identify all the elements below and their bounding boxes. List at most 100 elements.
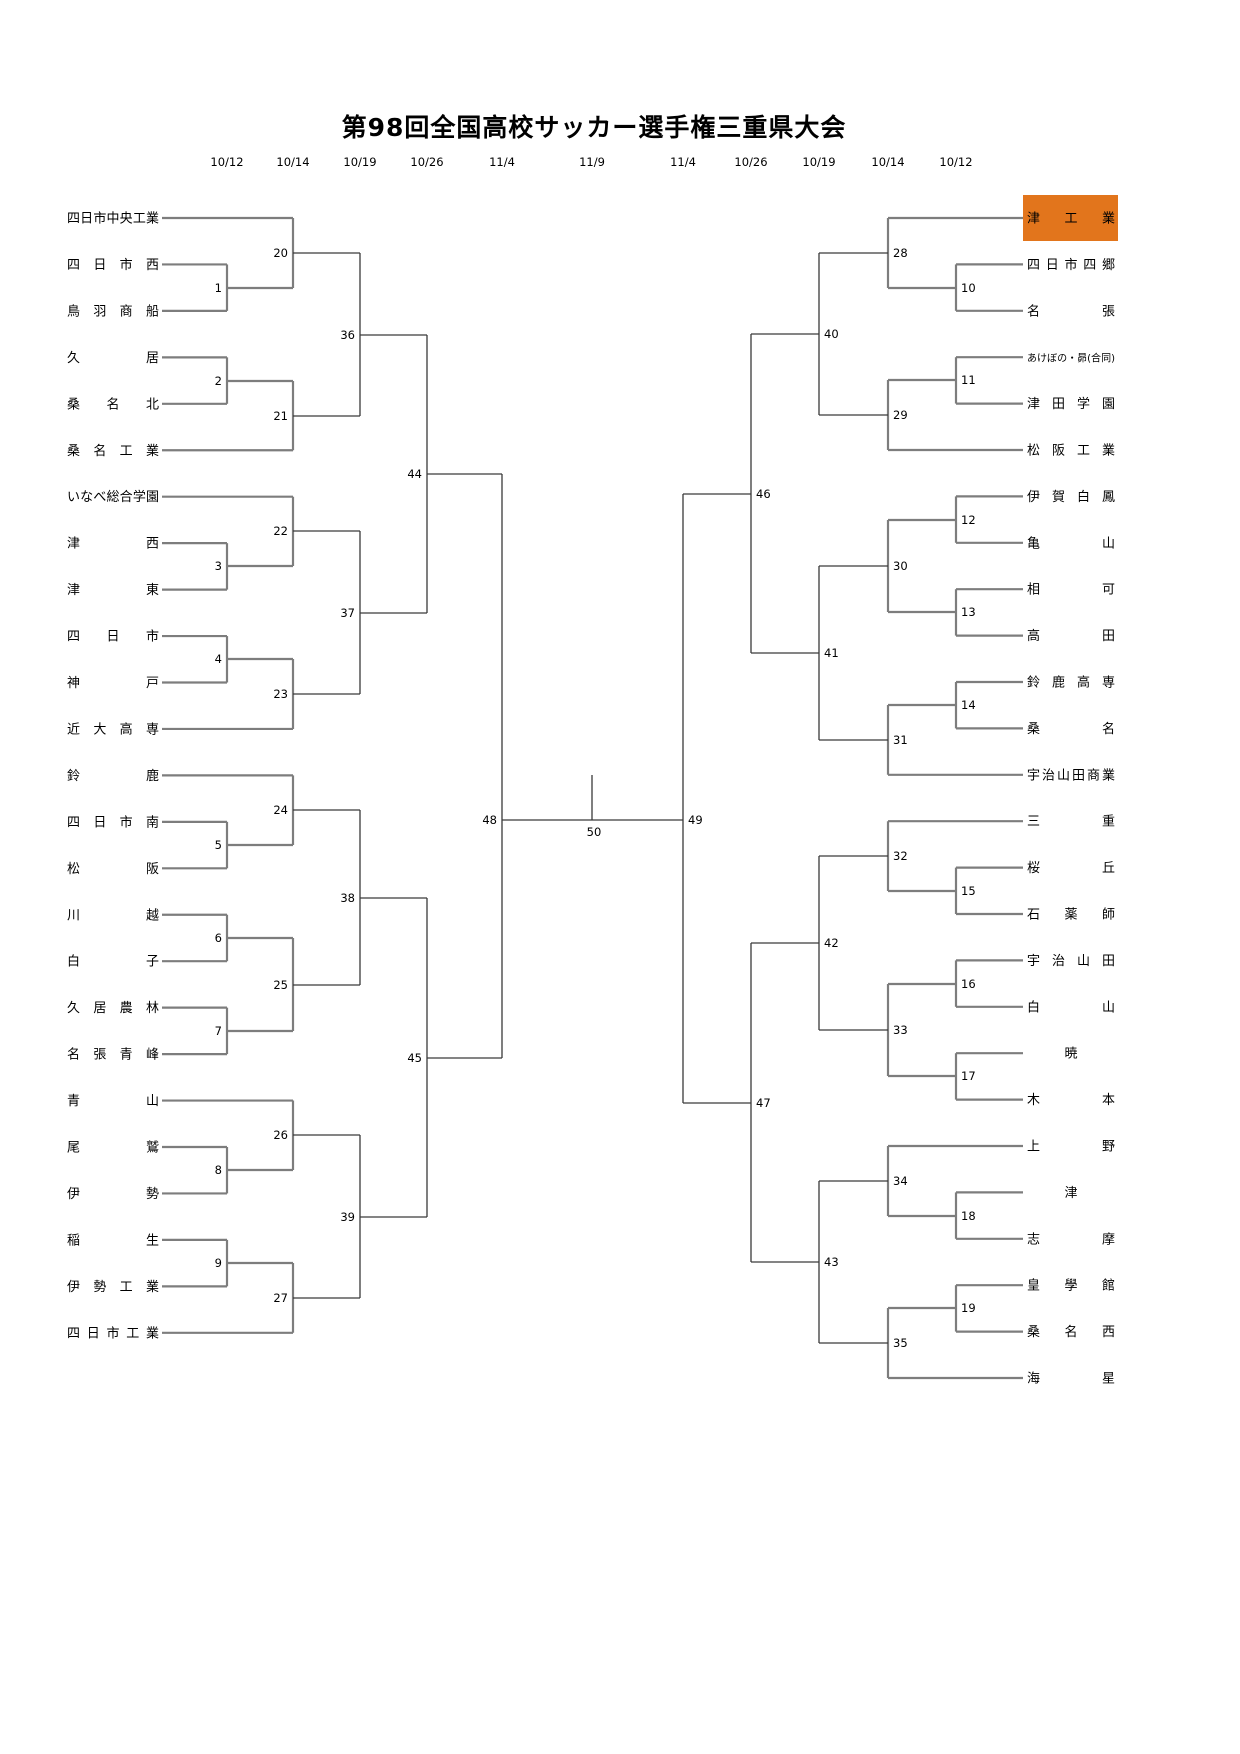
team-name-right-9: 高田 <box>1027 628 1115 644</box>
match-number-26: 26 <box>273 1128 288 1142</box>
team-name-right-10: 鈴鹿高専 <box>1027 675 1115 691</box>
team-name-right-19: 木本 <box>1027 1093 1115 1108</box>
team-name-left-22: 稲生 <box>67 1233 159 1248</box>
match-number-30: 30 <box>893 559 908 573</box>
match-number-7: 7 <box>215 1024 222 1038</box>
round-date-7: 10/26 <box>734 155 768 169</box>
match-number-32: 32 <box>893 849 908 863</box>
match-number-12: 12 <box>961 513 976 527</box>
round-date-4: 11/4 <box>489 155 515 169</box>
match-number-44: 44 <box>407 467 422 481</box>
match-number-22: 22 <box>273 524 288 538</box>
team-name-left-14: 松阪 <box>67 862 159 877</box>
match-number-35: 35 <box>893 1336 908 1350</box>
round-date-2: 10/19 <box>343 155 377 169</box>
match-number-50: 50 <box>587 825 602 839</box>
champion-highlight <box>1023 195 1118 241</box>
team-name-right-1: 四日市四郷 <box>1027 257 1115 273</box>
team-name-right-11: 桑名 <box>1027 721 1115 737</box>
team-name-left-11: 近大高専 <box>67 721 159 737</box>
team-name-left-3: 久居 <box>67 351 159 366</box>
match-number-46: 46 <box>756 487 771 501</box>
match-number-45: 45 <box>407 1051 422 1065</box>
round-date-0: 10/12 <box>210 155 244 169</box>
match-number-24: 24 <box>273 803 288 817</box>
team-name-left-1: 四日市西 <box>67 257 159 273</box>
team-name-right-17: 白山 <box>1027 999 1115 1015</box>
team-name-left-17: 久居農林 <box>67 1001 159 1016</box>
match-number-8: 8 <box>215 1163 222 1177</box>
team-name-left-15: 川越 <box>67 908 159 923</box>
match-number-47: 47 <box>756 1096 771 1110</box>
match-number-41: 41 <box>824 646 839 660</box>
match-number-23: 23 <box>273 687 288 701</box>
match-number-3: 3 <box>215 559 222 573</box>
round-date-1: 10/14 <box>276 155 310 169</box>
match-number-40: 40 <box>824 327 839 341</box>
team-name-right-6: 伊賀白鳳 <box>1027 489 1115 505</box>
match-number-42: 42 <box>824 936 839 950</box>
match-number-20: 20 <box>273 246 288 260</box>
team-name-right-22: 志摩 <box>1027 1231 1115 1247</box>
match-number-9: 9 <box>215 1256 222 1270</box>
round-date-8: 10/19 <box>802 155 836 169</box>
team-name-left-9: 四日市 <box>67 629 159 645</box>
team-name-right-20: 上野 <box>1027 1140 1115 1155</box>
team-name-right-4: 津田学園 <box>1027 396 1115 412</box>
team-name-right-15: 石薬師 <box>1027 908 1115 923</box>
match-number-37: 37 <box>340 606 355 620</box>
match-number-28: 28 <box>893 246 908 260</box>
match-number-25: 25 <box>273 978 288 992</box>
match-number-18: 18 <box>961 1209 976 1223</box>
match-number-1: 1 <box>215 281 222 295</box>
match-number-19: 19 <box>961 1301 976 1315</box>
team-name-left-7: 津西 <box>67 537 159 552</box>
team-name-right-23: 皇學館 <box>1027 1279 1115 1294</box>
team-name-right-21: 津 <box>1064 1186 1077 1201</box>
team-name-left-13: 四日市南 <box>67 814 159 830</box>
match-number-15: 15 <box>961 884 976 898</box>
team-name-right-25: 海星 <box>1027 1372 1115 1387</box>
match-number-48: 48 <box>482 813 497 827</box>
round-date-9: 10/14 <box>871 155 905 169</box>
team-name-right-3: あけぼの・昴(合同) <box>1027 352 1115 365</box>
match-number-33: 33 <box>893 1023 908 1037</box>
team-name-left-0: 四日市中央工業 <box>67 211 159 227</box>
match-number-14: 14 <box>961 698 976 712</box>
round-date-6: 11/4 <box>670 155 696 169</box>
team-name-left-21: 伊勢 <box>67 1187 159 1202</box>
match-number-49: 49 <box>688 813 703 827</box>
team-name-left-23: 伊勢工業 <box>67 1279 159 1295</box>
team-name-right-8: 相可 <box>1027 583 1115 598</box>
team-name-left-2: 鳥羽商船 <box>67 304 159 319</box>
team-name-right-24: 桑名西 <box>1027 1324 1115 1340</box>
match-number-10: 10 <box>961 281 976 295</box>
team-name-left-8: 津東 <box>67 582 159 598</box>
match-number-38: 38 <box>340 891 355 905</box>
team-name-right-2: 名張 <box>1027 303 1115 319</box>
team-name-right-5: 松阪工業 <box>1027 443 1115 459</box>
team-name-left-6: いなべ総合学園 <box>67 489 159 505</box>
page-title: 第98回全国高校サッカー選手権三重県大会 <box>341 113 847 142</box>
match-number-17: 17 <box>961 1069 976 1083</box>
match-number-13: 13 <box>961 605 976 619</box>
match-number-27: 27 <box>273 1291 288 1305</box>
team-name-right-16: 宇治山田 <box>1027 954 1115 969</box>
match-number-43: 43 <box>824 1255 839 1269</box>
team-name-left-4: 桑名北 <box>67 396 159 412</box>
match-number-29: 29 <box>893 408 908 422</box>
match-number-16: 16 <box>961 977 976 991</box>
team-name-left-10: 神戸 <box>67 676 159 691</box>
team-name-right-13: 三重 <box>1027 814 1115 830</box>
match-number-34: 34 <box>893 1174 908 1188</box>
team-name-right-7: 亀山 <box>1027 536 1115 551</box>
round-date-10: 10/12 <box>939 155 973 169</box>
match-number-36: 36 <box>340 328 355 342</box>
team-name-left-18: 名張青峰 <box>67 1047 159 1063</box>
match-number-2: 2 <box>215 374 222 388</box>
match-number-39: 39 <box>340 1210 355 1224</box>
match-number-21: 21 <box>273 409 288 423</box>
team-name-left-5: 桑名工業 <box>67 443 159 459</box>
